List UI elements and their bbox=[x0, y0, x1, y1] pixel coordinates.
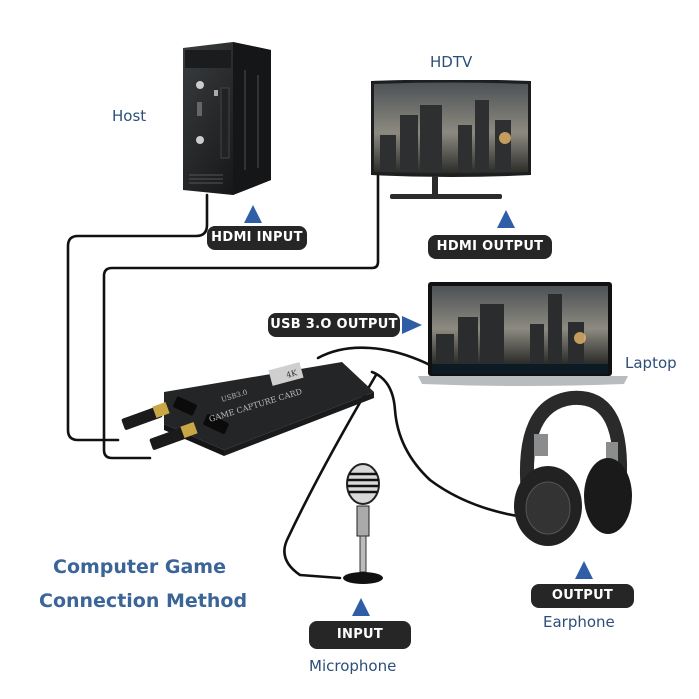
usb-output-arrow-icon bbox=[402, 316, 422, 334]
microphone bbox=[337, 462, 389, 590]
hdmi-input-arrow-icon bbox=[244, 205, 262, 223]
badge-4k: 4K bbox=[285, 368, 299, 380]
usb-output-label: USB 3.O OUTPUT bbox=[268, 313, 400, 337]
capture-card: 4K USB3.0 GAME CAPTURE CARD bbox=[112, 352, 382, 462]
hdmi-input-label: HDMI INPUT bbox=[207, 226, 307, 250]
cable-usb-laptop bbox=[316, 346, 434, 368]
tower-pc-icon bbox=[183, 42, 271, 195]
hdmi-output-arrow-icon bbox=[497, 210, 515, 228]
hdtv-monitor bbox=[370, 79, 532, 206]
laptop bbox=[418, 282, 628, 386]
earphone-label: Earphone bbox=[543, 613, 615, 631]
capture-card-icon: 4K USB3.0 GAME CAPTURE CARD bbox=[121, 362, 374, 456]
headphones bbox=[510, 384, 635, 549]
microphone-input-label: INPUT bbox=[309, 621, 411, 649]
diagram-title: Computer Game Connection Method bbox=[39, 550, 247, 618]
earphone-output-arrow-icon bbox=[575, 561, 593, 579]
microphone-input-arrow-icon bbox=[352, 598, 370, 616]
host-label: Host bbox=[112, 107, 147, 125]
laptop-label: Laptop bbox=[625, 354, 677, 372]
headphones-icon bbox=[514, 390, 632, 546]
host-pc bbox=[183, 40, 273, 195]
cable-earphone bbox=[370, 370, 532, 520]
microphone-icon bbox=[343, 463, 383, 584]
microphone-label: Microphone bbox=[309, 657, 397, 675]
monitor-icon bbox=[371, 79, 531, 199]
hdtv-label: HDTV bbox=[430, 53, 473, 71]
hdmi-output-label: HDMI OUTPUT bbox=[428, 235, 552, 259]
title-line-2: Connection Method bbox=[39, 590, 248, 612]
cable-hdtv-hdmi bbox=[102, 173, 380, 460]
laptop-icon bbox=[418, 282, 628, 386]
title-line-1: Computer Game bbox=[53, 556, 226, 578]
earphone-output-label: OUTPUT bbox=[531, 584, 634, 608]
cable-host-hdmi bbox=[66, 193, 209, 442]
cable-microphone bbox=[283, 373, 378, 580]
